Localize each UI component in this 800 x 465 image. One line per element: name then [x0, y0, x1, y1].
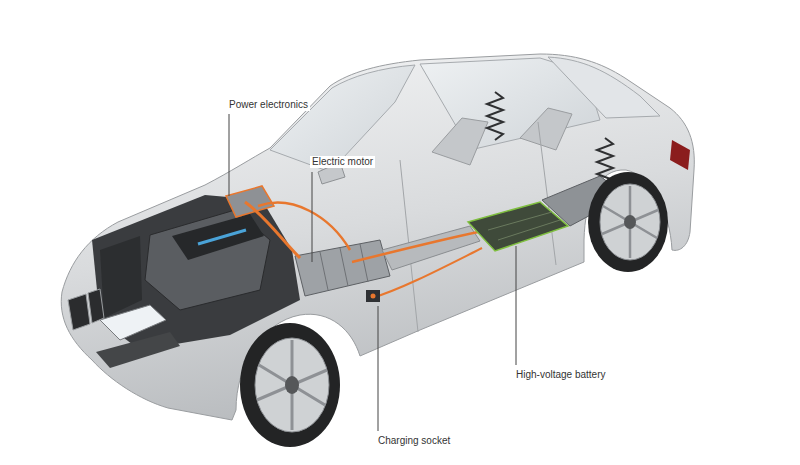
hv-cable [258, 203, 350, 250]
leader-line [516, 246, 517, 365]
seat [520, 108, 572, 150]
front-hub [285, 376, 299, 394]
callout-label: High-voltage battery [514, 369, 608, 381]
grille [88, 289, 104, 323]
rear-rim [600, 184, 660, 260]
door-line [538, 122, 556, 265]
engine-block [145, 210, 270, 310]
rear-window [548, 57, 660, 118]
rear-spokes [602, 186, 658, 258]
headlight [100, 305, 166, 340]
rear-hub [624, 215, 636, 229]
leader-line [312, 172, 313, 262]
front-spokes [257, 340, 327, 430]
engine-bay [92, 195, 300, 350]
leader-line [378, 306, 379, 431]
seat [432, 118, 488, 165]
power-electronics-unit [226, 186, 274, 217]
grille [68, 294, 90, 330]
charging-socket-pin [371, 294, 376, 299]
engine-cover-stripe [198, 230, 246, 244]
callout-label: Charging socket [376, 435, 452, 447]
hv-cable [352, 232, 478, 262]
charging-socket [366, 290, 380, 302]
engine-cover [172, 214, 264, 260]
callout-label: Electric motor [310, 156, 375, 168]
rear-tire [588, 172, 668, 272]
callout-label: Power electronics [227, 99, 310, 111]
radiator [100, 236, 142, 318]
drive-tunnel [382, 226, 480, 270]
front-rim [255, 338, 329, 432]
taillight [670, 140, 690, 170]
windshield [270, 65, 415, 172]
hv-cable [372, 248, 482, 298]
hv-cable [245, 202, 300, 258]
electric-motor [295, 240, 390, 296]
front-tire [240, 323, 340, 447]
spring [487, 92, 503, 140]
air-intake [96, 332, 180, 368]
leader-line [229, 114, 230, 196]
leader-lines [229, 114, 516, 431]
battery-cell-line [488, 212, 560, 240]
motor-rib [320, 244, 368, 290]
